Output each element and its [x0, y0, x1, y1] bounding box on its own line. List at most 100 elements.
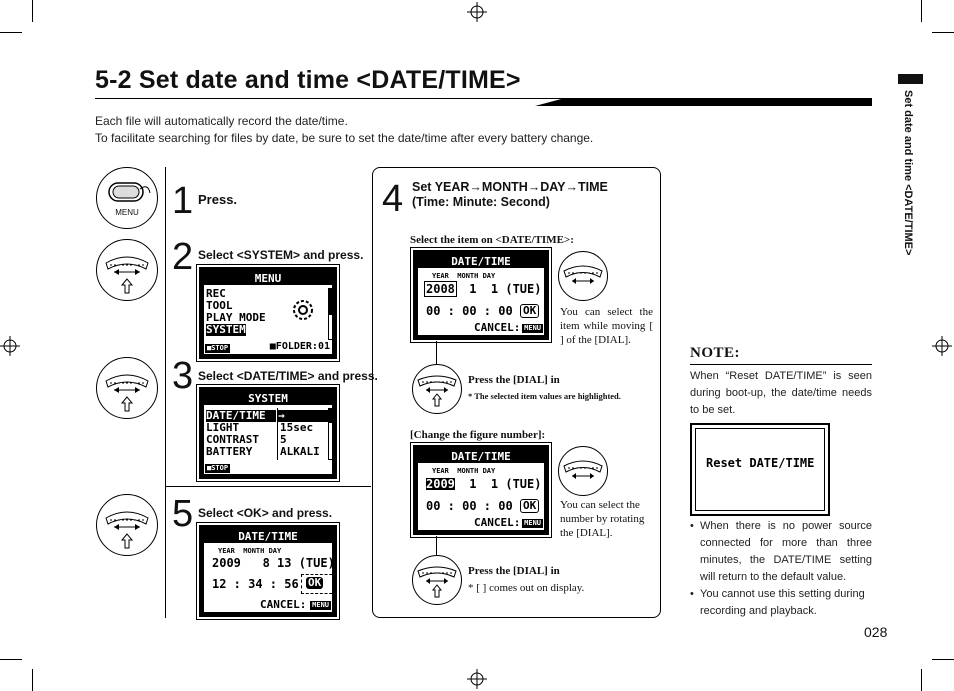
lcd-row-label: CONTRAST — [206, 433, 259, 446]
crop-mark — [0, 659, 22, 660]
lcd-field-labels: YEAR MONTH DAY — [218, 547, 282, 555]
lcd-datetime-screen: DATE/TIME YEAR MONTH DAY 2009 8 13 (TUE)… — [196, 522, 340, 620]
note-rule — [690, 364, 872, 365]
step-number: 2 — [172, 236, 194, 278]
step-text: (Time: Minute: Second) — [412, 195, 550, 209]
lcd-date-rest: 1 1 (TUE) — [462, 282, 542, 296]
dial-rotate-icon — [558, 446, 608, 496]
lcd-ok-button: OK — [520, 499, 540, 513]
dial-rotate-icon — [96, 357, 158, 419]
lcd-stop-tag: ■STOP — [205, 344, 231, 353]
step-text: Press. — [198, 192, 238, 207]
lcd-date-line: 2009 8 13 (TUE) — [212, 556, 335, 570]
lcd-menu-tag: MENU — [310, 601, 331, 610]
lcd-title: DATE/TIME — [204, 530, 332, 543]
crop-mark — [32, 669, 33, 691]
lcd-cancel-label: CANCEL: — [474, 516, 521, 529]
reset-lcd-screen: Reset DATE/TIME — [690, 423, 830, 516]
step-divider — [165, 486, 371, 487]
lcd-datetime-screen: DATE/TIME YEAR MONTH DAY 2009 1 1 (TUE) … — [410, 442, 552, 538]
lcd-row-value: 15sec — [280, 421, 314, 434]
lcd-time-line: 00 : 00 : 00 — [426, 499, 513, 513]
title-rule — [95, 98, 872, 106]
step-number: 4 — [382, 178, 404, 220]
flow-line — [436, 341, 437, 365]
menu-button-icon: MENU — [96, 167, 158, 229]
lcd-divider — [277, 408, 278, 460]
flow-line — [436, 536, 437, 556]
lcd-cancel-label: CANCEL: — [474, 321, 521, 334]
lcd-field-labels: YEAR MONTH DAY — [432, 272, 496, 280]
note-bullet: When there is no power source connected … — [700, 520, 872, 583]
crop-mark — [921, 669, 922, 691]
step-text: Select <DATE/TIME> and press. — [198, 369, 378, 383]
step-number: 1 — [172, 180, 194, 222]
change-figure-note: You can select the number by rotating th… — [560, 499, 645, 539]
crop-mark — [32, 0, 33, 22]
lcd-field-labels: YEAR MONTH DAY — [432, 467, 496, 475]
page-title: 5-2 Set date and time <DATE/TIME> — [95, 66, 521, 94]
lcd-title: MENU — [204, 272, 332, 285]
step-text: Set YEAR→MONTH→DAY→TIME — [412, 180, 608, 194]
note-bullet: You cannot use this setting during recor… — [700, 588, 865, 617]
dial-press-icon — [412, 555, 462, 605]
lcd-system-screen: SYSTEM DATE/TIME → LIGHT 15sec CONTRAST … — [196, 384, 340, 482]
bullet-dot: • — [690, 588, 694, 600]
lcd-menu-item: PLAY MODE — [206, 311, 266, 324]
crop-mark — [932, 659, 954, 660]
lcd-ok-button: OK — [306, 576, 324, 589]
lcd-ok-button: OK — [520, 304, 540, 318]
note-intro: When “Reset DATE/TIME” is seen during bo… — [690, 370, 872, 416]
lcd-stop-tag: ■STOP — [205, 464, 231, 473]
scrollbar — [328, 408, 333, 460]
note-title: NOTE: — [690, 345, 741, 361]
lcd-year-field-selected: 2009 — [426, 477, 455, 491]
change-figure-label: [Change the figure number]: — [410, 429, 546, 441]
registration-mark-icon — [932, 336, 952, 356]
select-item-note: You can select the item while moving [ ]… — [560, 306, 653, 346]
press-dial-label: Press the [DIAL] in — [468, 374, 560, 386]
lcd-menu-item-selected: SYSTEM — [206, 323, 246, 336]
step4-panel — [372, 167, 661, 618]
step-text: Select <SYSTEM> and press. — [198, 248, 364, 262]
lcd-row-label: BATTERY — [206, 445, 253, 458]
step-number: 5 — [172, 493, 194, 535]
page-number: 028 — [864, 624, 888, 640]
lcd-datetime-screen: DATE/TIME YEAR MONTH DAY 2008 1 1 (TUE) … — [410, 247, 552, 343]
press-dial-label: Press the [DIAL] in — [468, 565, 560, 577]
intro-line-1: Each file will automatically record the … — [95, 114, 348, 128]
sidebar-label: Set date and time <DATE/TIME> — [902, 90, 914, 256]
highlight-note: * The selected item values are highlight… — [468, 391, 621, 401]
column-divider — [165, 167, 166, 618]
lcd-menu-screen: MENU REC TOOL PLAY MODE SYSTEM ■STOP ■FO… — [196, 264, 340, 362]
registration-mark-icon — [467, 2, 487, 22]
step-text: Select <OK> and press. — [198, 506, 333, 520]
lcd-menu-item: REC — [206, 287, 226, 300]
crop-mark — [0, 32, 22, 33]
lcd-menu-item: TOOL — [206, 299, 233, 312]
lcd-title: SYSTEM — [204, 392, 332, 405]
menu-button-label: MENU — [115, 208, 139, 217]
lcd-row-value: ALKALI — [280, 445, 320, 458]
lcd-title: DATE/TIME — [418, 255, 544, 268]
lcd-title: DATE/TIME — [418, 450, 544, 463]
reset-lcd-text: Reset DATE/TIME — [706, 456, 815, 470]
lcd-time-line: 12 : 34 : 56 — [212, 577, 299, 591]
lcd-row-label-selected: DATE/TIME — [206, 410, 276, 422]
dial-rotate-icon — [96, 239, 158, 301]
lcd-row-value: → — [278, 410, 328, 422]
intro-line-2: To facilitate searching for files by dat… — [95, 131, 594, 145]
lcd-menu-tag: MENU — [522, 324, 543, 333]
dial-rotate-icon — [96, 494, 158, 556]
comes-out-note: * [ ] comes out on display. — [468, 582, 585, 594]
lcd-row-label: LIGHT — [206, 421, 240, 434]
select-item-label: Select the item on <DATE/TIME>: — [410, 234, 574, 246]
lcd-menu-tag: MENU — [522, 519, 543, 528]
lcd-row-value: 5 — [280, 433, 287, 446]
lcd-time-line: 00 : 00 : 00 — [426, 304, 513, 318]
lcd-cancel-label: CANCEL: — [260, 598, 307, 611]
registration-mark-icon — [467, 669, 487, 689]
crop-mark — [932, 32, 954, 33]
dial-rotate-icon — [558, 251, 608, 301]
lcd-folder: ■FOLDER:01 — [269, 341, 330, 352]
